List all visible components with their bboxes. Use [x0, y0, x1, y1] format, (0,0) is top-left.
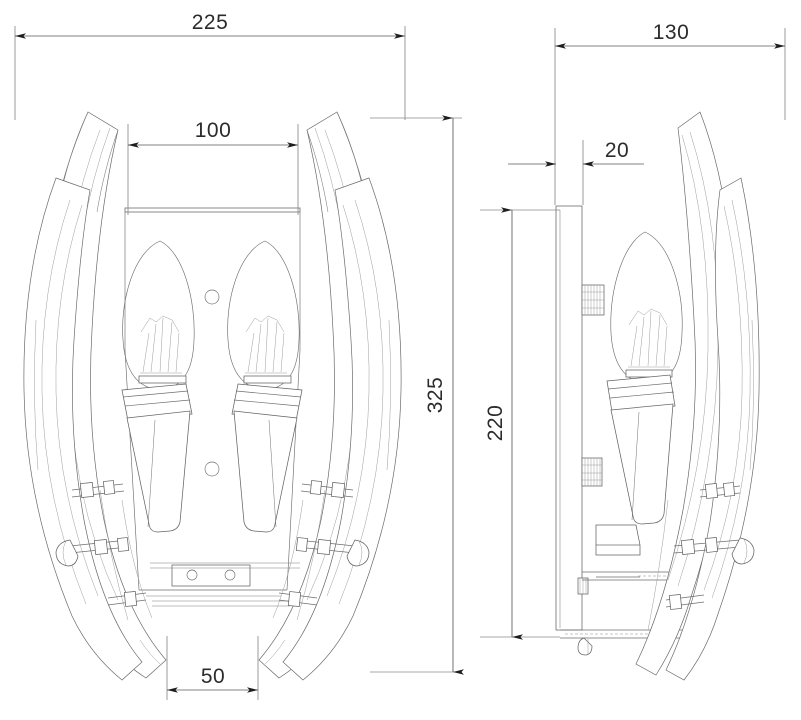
front-glass-left	[23, 111, 167, 681]
front-screw-upper	[204, 289, 220, 305]
front-view-geometry	[23, 111, 402, 681]
side-hardware	[665, 482, 755, 610]
dimension-label-130: 130	[653, 21, 690, 44]
dimension-label-325: 325	[424, 377, 447, 414]
side-base-bracket	[577, 524, 641, 596]
side-view-geometry	[555, 111, 760, 681]
front-hardware-left	[55, 480, 147, 607]
dimension-label-50: 50	[201, 665, 225, 688]
dimension-label-20: 20	[605, 139, 629, 162]
side-knurl-upper	[581, 284, 605, 316]
front-hardware-right	[278, 480, 370, 608]
side-backplate	[555, 205, 583, 631]
dimension-label-100: 100	[195, 119, 232, 142]
front-glass-right	[258, 111, 402, 681]
side-bulb	[606, 231, 683, 525]
dimension-base-width	[166, 636, 259, 700]
dimension-plate-thickness	[508, 140, 644, 205]
dimension-overall-height	[370, 115, 464, 675]
front-backplate	[124, 207, 301, 597]
dimension-inner-width	[127, 124, 299, 215]
dimension-mount-height	[480, 207, 560, 640]
dimension-label-225: 225	[192, 11, 229, 34]
front-bulb-right	[227, 240, 303, 533]
dimension-depth	[554, 28, 786, 205]
front-screw-lower	[204, 461, 220, 477]
front-mounting-bracket	[150, 562, 300, 607]
side-knurl-lower	[581, 457, 603, 487]
dimension-overall-width	[14, 26, 406, 120]
front-bulb-left	[121, 240, 195, 533]
dimension-label-220: 220	[484, 405, 507, 442]
